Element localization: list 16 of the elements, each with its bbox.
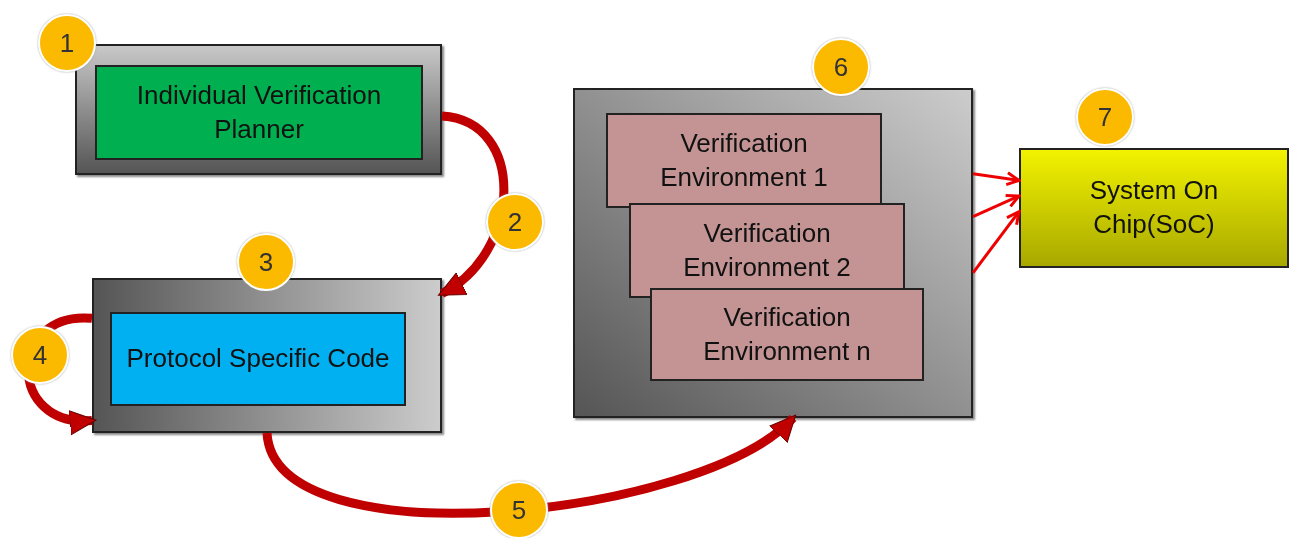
callout-number: 3 [237, 233, 295, 291]
group-frame [75, 44, 442, 175]
callout-number: 1 [38, 14, 96, 72]
edge-label: 4 [11, 326, 69, 384]
callout-number: 7 [1076, 88, 1134, 146]
callout-number: 6 [812, 38, 870, 96]
process-box: Verification Environment n [650, 288, 924, 381]
group-frame [92, 278, 442, 433]
edge-label: 5 [490, 481, 548, 538]
process-box: Verification Environment 1 [606, 113, 882, 208]
process-box: System On Chip(SoC) [1019, 148, 1289, 268]
group-frame [573, 88, 973, 418]
process-box: Verification Environment 2 [629, 203, 905, 298]
process-box: Individual Verification Planner [95, 65, 423, 160]
process-box: Protocol Specific Code [110, 312, 406, 406]
edge-label: 2 [486, 193, 544, 251]
